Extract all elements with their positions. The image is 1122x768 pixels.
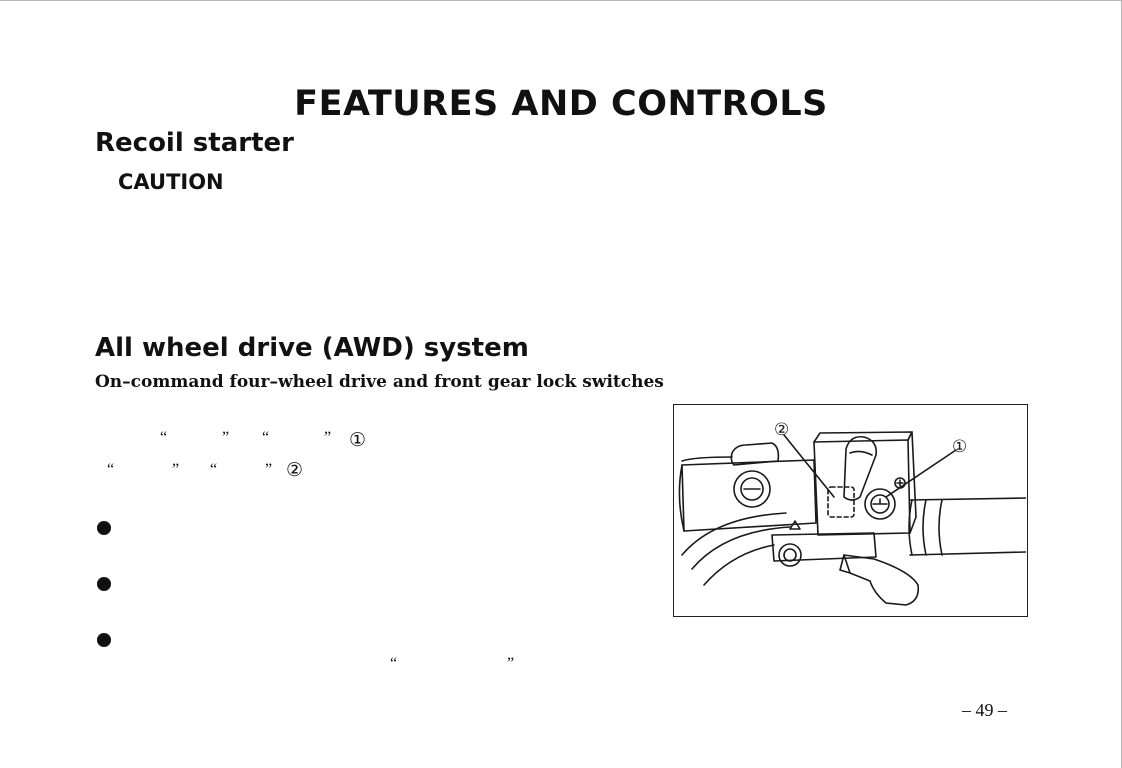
figure-callout-1: ①: [952, 437, 967, 457]
recoil-starter-heading: Recoil starter: [95, 128, 294, 158]
awd-subheading: On–command four–wheel drive and front ge…: [95, 372, 664, 392]
switch-illustration: ② ①: [673, 404, 1028, 617]
figure-callout-2: ②: [774, 420, 789, 440]
close-quote-mark: ”: [324, 429, 332, 446]
close-quote-mark: ”: [222, 429, 230, 446]
page-title: FEATURES AND CONTROLS: [294, 84, 828, 124]
close-quote-mark: ”: [265, 461, 273, 478]
awd-heading: All wheel drive (AWD) system: [95, 333, 529, 363]
reference-number-2: ②: [286, 459, 304, 481]
bullet-point: [97, 633, 111, 647]
open-quote-mark: “: [262, 429, 270, 446]
close-quote-mark: ”: [172, 461, 180, 478]
caution-label: CAUTION: [118, 170, 224, 194]
bullet-point: [97, 521, 111, 535]
open-quote-mark: “: [107, 461, 115, 478]
close-quote-mark: ”: [507, 655, 515, 672]
handlebar-switch-illustration-icon: ② ①: [678, 420, 1026, 606]
open-quote-mark: “: [390, 655, 398, 672]
page-number: – 49 –: [962, 700, 1007, 720]
reference-number-1: ①: [349, 429, 367, 451]
bullet-point: [97, 577, 111, 591]
open-quote-mark: “: [210, 461, 218, 478]
open-quote-mark: “: [160, 429, 168, 446]
